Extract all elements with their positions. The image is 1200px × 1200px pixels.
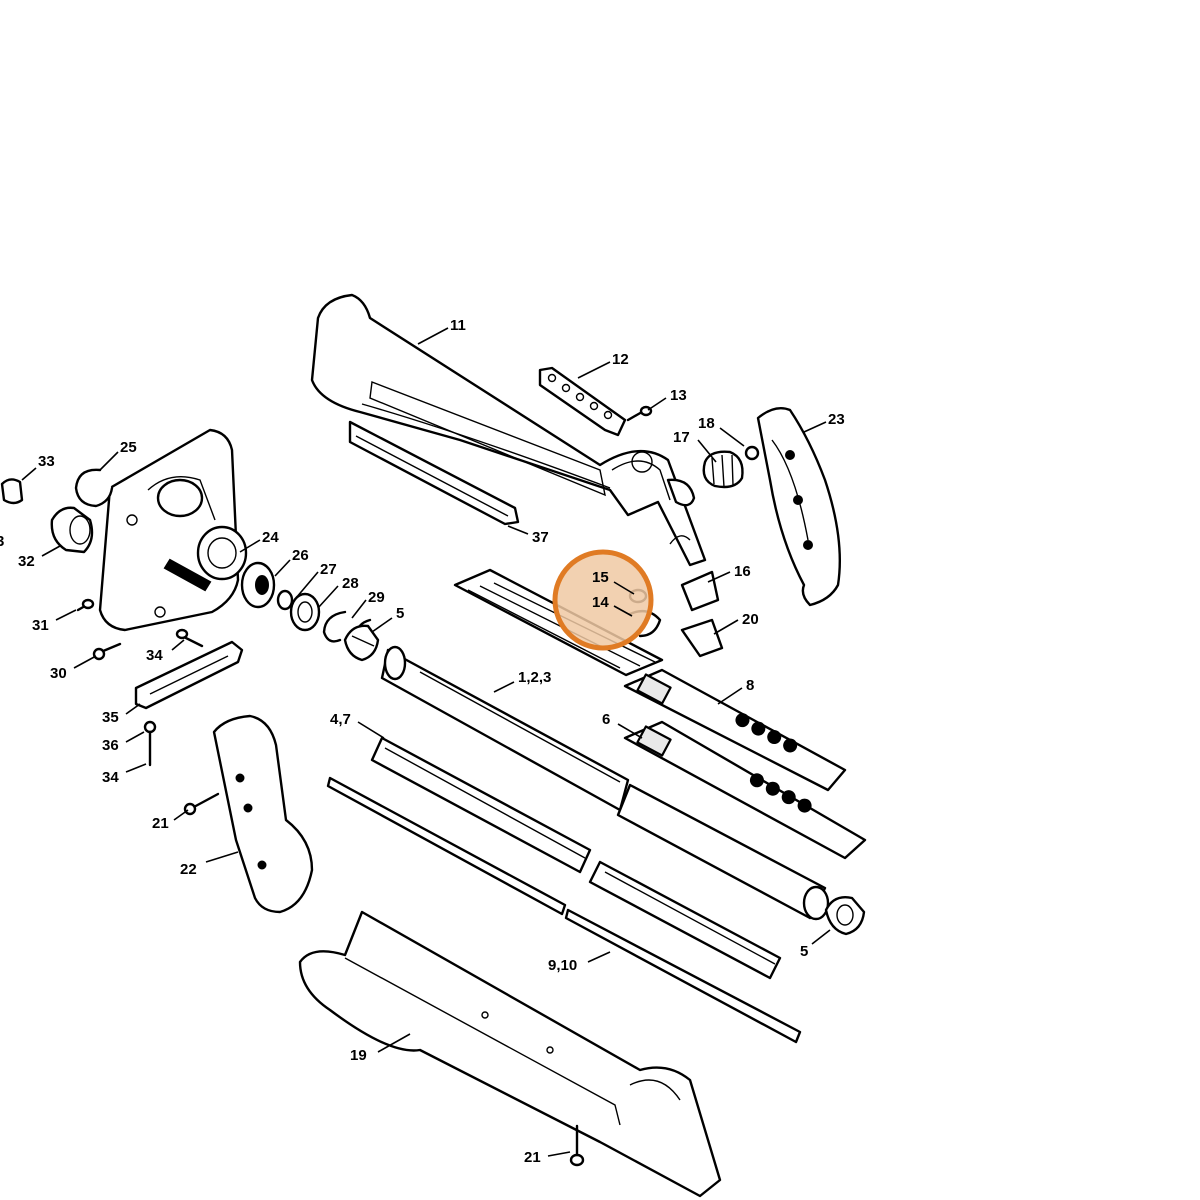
part-6-decal[interactable] [623, 720, 867, 860]
gear-housing[interactable] [98, 428, 248, 632]
part-16-block[interactable] [680, 570, 720, 612]
part-22-side-handle[interactable] [212, 714, 314, 914]
part-30-screw[interactable] [92, 642, 122, 661]
label-11: 11 [450, 317, 466, 334]
leader-lines [21, 327, 831, 1157]
label-12: 12 [612, 351, 629, 368]
label-9-10: 9,10 [548, 957, 577, 974]
part-4-7-sleeve[interactable] [370, 736, 782, 980]
label-33: 33 [38, 453, 55, 470]
label-34-upper: 34 [146, 647, 163, 664]
label-21-bottom: 21 [524, 1149, 541, 1166]
part-21-screw-bottom[interactable] [569, 1124, 585, 1167]
label-13: 13 [670, 387, 687, 404]
part-21-screw-left[interactable] [183, 792, 220, 816]
label-5-upper: 5 [396, 605, 404, 622]
label-36: 36 [102, 737, 119, 754]
label-6: 6 [602, 711, 610, 728]
label-26: 26 [292, 547, 309, 564]
part-37-strip[interactable] [348, 420, 520, 526]
label-30: 30 [50, 665, 67, 682]
part-32-bushing[interactable] [50, 506, 94, 554]
part-35-rail[interactable] [134, 640, 244, 710]
label-32: 32 [18, 553, 35, 570]
label-19: 19 [350, 1047, 367, 1064]
part-5-nut-lower[interactable] [824, 896, 866, 936]
label-31: 31 [32, 617, 49, 634]
part-27-washer[interactable] [289, 592, 321, 632]
part-5-nut-upper[interactable] [343, 624, 380, 662]
label-37: 37 [532, 529, 549, 546]
part-8-decal[interactable] [623, 668, 847, 792]
label-18: 18 [698, 415, 715, 432]
part-31-screw[interactable] [76, 598, 95, 612]
label-16: 16 [734, 563, 751, 580]
label-17: 17 [673, 429, 690, 446]
part-33-nut[interactable] [0, 478, 24, 505]
part-24-bearing[interactable] [240, 561, 276, 609]
part-18-cap[interactable] [744, 445, 760, 461]
label-4-7: 4,7 [330, 711, 351, 728]
part-11-housing[interactable] [310, 293, 707, 567]
label-27: 27 [320, 561, 337, 578]
part-23-cover[interactable] [756, 407, 842, 607]
part-26-ring[interactable] [276, 589, 294, 611]
label-34-lower: 34 [102, 769, 119, 786]
callout-labels: 11 12 13 18 17 23 33 25 24 26 27 28 29 5… [0, 317, 845, 1166]
part-36-screw[interactable] [143, 720, 157, 767]
label-5-lower: 5 [800, 943, 808, 960]
label-29: 29 [368, 589, 385, 606]
label-1-2-3: 1,2,3 [518, 669, 551, 686]
part-20-block[interactable] [680, 618, 724, 658]
label-15: 15 [592, 569, 609, 586]
label-23: 23 [828, 411, 845, 428]
part-28-ring[interactable] [322, 610, 347, 643]
label-8: 8 [746, 677, 754, 694]
label-21-left: 21 [152, 815, 169, 832]
part-12-plate[interactable] [538, 366, 627, 437]
label-14: 14 [592, 594, 609, 611]
label-22: 22 [180, 861, 197, 878]
part-34-screw-upper[interactable] [175, 628, 204, 648]
part-25-circlip[interactable] [74, 468, 114, 508]
label-28: 28 [342, 575, 359, 592]
part-17-knob[interactable] [702, 450, 744, 489]
part-13-screw[interactable] [626, 405, 653, 422]
label-3-cut: 3 [0, 533, 4, 550]
part-9-10-shaft[interactable] [326, 776, 802, 1044]
label-20: 20 [742, 611, 759, 628]
part-1-2-3-tube[interactable] [380, 645, 830, 921]
part-19-lower-housing[interactable] [298, 910, 722, 1198]
highlight-circle [552, 549, 654, 651]
label-35: 35 [102, 709, 119, 726]
label-25: 25 [120, 439, 137, 456]
label-24: 24 [262, 529, 279, 546]
